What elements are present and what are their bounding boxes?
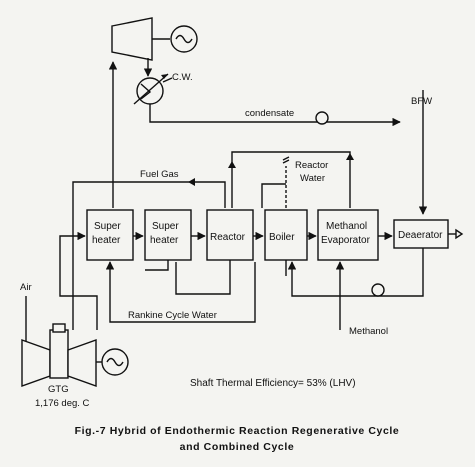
gtg-label: GTG	[48, 384, 69, 395]
cw-label: C.W.	[172, 72, 193, 83]
caption-line2: and Combined Cycle	[180, 441, 295, 453]
deaerator-label: Deaerator	[398, 230, 443, 241]
generator-icon	[101, 348, 129, 376]
reactor-water-line1: Reactor	[295, 160, 328, 171]
fuel-gas-label: Fuel Gas	[140, 169, 179, 180]
condensate-label: condensate	[245, 108, 294, 119]
condenser-icon	[133, 73, 169, 105]
superheater-2-line1: Super	[152, 221, 179, 232]
gtg-temperature-label: 1,176 deg. C	[35, 398, 90, 409]
air-label: Air	[20, 282, 32, 293]
boiler-block: Boiler	[264, 209, 308, 261]
superheater-1-block: Super heater	[86, 209, 134, 261]
generator-icon	[170, 25, 198, 53]
steam-turbine-icon	[111, 17, 153, 61]
pump-icon	[371, 283, 385, 297]
deaerator-block: Deaerator	[393, 219, 449, 249]
bfw-label: BFW	[411, 96, 432, 107]
methanol-evaporator-line2: Evaporator	[321, 235, 371, 246]
methanol-evaporator-line1: Methanol	[326, 221, 367, 232]
efficiency-text: Shaft Thermal Efficiency= 53% (LHV)	[190, 378, 356, 389]
superheater-1-line2: heater	[92, 235, 121, 246]
superheater-2-line2: heater	[150, 235, 179, 246]
caption-line1: Fig.-7 Hybrid of Endothermic Reaction Re…	[75, 425, 400, 437]
pump-icon	[315, 111, 329, 125]
superheater-2-block: Super heater	[144, 209, 192, 261]
reactor-block: Reactor	[206, 209, 254, 261]
rankine-cycle-water-label: Rankine Cycle Water	[128, 310, 217, 321]
reactor-water-line2: Water	[300, 173, 325, 184]
superheater-1-line1: Super	[94, 221, 121, 232]
methanol-evaporator-block: Methanol Evaporator	[317, 209, 379, 261]
gas-turbine-icon	[21, 323, 97, 387]
reactor-label: Reactor	[210, 232, 246, 243]
boiler-label: Boiler	[269, 232, 295, 243]
methanol-label: Methanol	[349, 326, 388, 337]
